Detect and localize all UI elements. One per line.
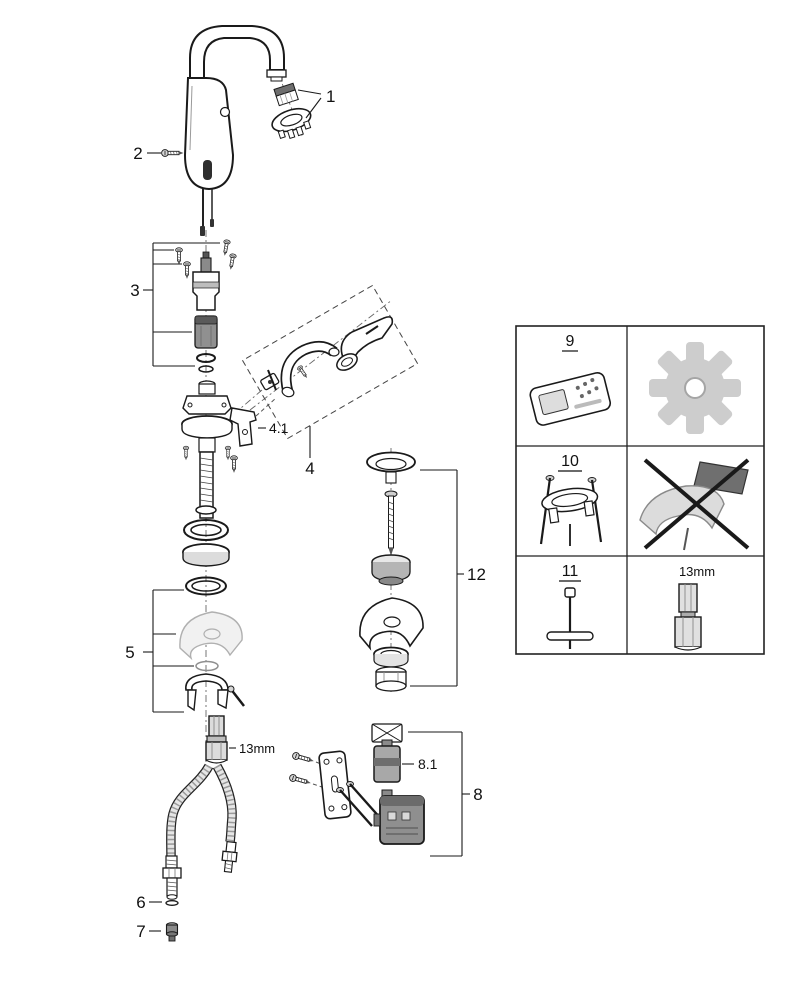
crossed-out-mounting-icon xyxy=(639,458,750,551)
callout-8-1: 8.1 xyxy=(402,756,438,772)
callout-4: 4 xyxy=(305,426,315,478)
part-1-aerator xyxy=(271,82,312,140)
callout-1: 1 xyxy=(297,87,335,119)
legend-11-label: 11 xyxy=(562,563,579,580)
socket-size-label: 13mm xyxy=(239,741,275,756)
faucet-body xyxy=(183,77,235,236)
control-box xyxy=(373,789,425,845)
legend-10-label: 10 xyxy=(561,453,579,470)
callout-5-bracket: 5 xyxy=(125,589,194,713)
part-2-screw xyxy=(161,149,184,157)
callout-5-label: 5 xyxy=(125,643,134,662)
callout-8-bracket: 8 xyxy=(408,731,483,857)
callout-4-1: 4.1 xyxy=(258,420,289,436)
gear-icon xyxy=(649,342,741,434)
sensor-window-icon xyxy=(219,106,231,118)
part-7-nut xyxy=(165,922,179,942)
part-4-1-bracket xyxy=(229,397,277,447)
callout-6: 6 xyxy=(136,893,162,912)
callout-13mm-main: 13mm xyxy=(229,741,275,756)
socket-13mm-main xyxy=(205,715,228,764)
legend-cell-crossed-out xyxy=(639,458,750,551)
legend-cell-gear xyxy=(649,342,741,434)
part-5-fastening-set xyxy=(179,611,245,712)
callout-1-label: 1 xyxy=(326,87,335,106)
callout-7-label: 7 xyxy=(136,922,145,941)
callout-3-bracket: 3 xyxy=(130,242,220,367)
callout-12-label: 12 xyxy=(467,565,486,584)
supply-hoses xyxy=(162,763,238,906)
callout-2-label: 2 xyxy=(133,144,142,163)
callout-4-label: 4 xyxy=(305,459,314,478)
callout-8-1-label: 8.1 xyxy=(418,756,438,772)
callout-4-1-label: 4.1 xyxy=(269,420,289,436)
legend-cell-13mm: 13mm xyxy=(674,564,715,651)
pin-wrench-icon xyxy=(546,587,594,649)
escutcheon-ghost xyxy=(179,611,243,661)
remote-control-icon xyxy=(529,372,612,426)
callout-7: 7 xyxy=(136,922,161,941)
hose-end-right xyxy=(221,840,238,873)
socket-13mm-icon xyxy=(674,583,702,651)
callout-2: 2 xyxy=(133,144,161,163)
part-8-electronics-kit xyxy=(288,723,425,845)
callout-6-label: 6 xyxy=(136,893,145,912)
part-12-drain-set xyxy=(359,451,424,692)
part-4-handle-kit xyxy=(241,284,419,440)
legend-9-label: 9 xyxy=(566,333,575,350)
mounting-tool-icon xyxy=(539,475,603,546)
callout-3-label: 3 xyxy=(130,281,139,300)
washers-and-o-rings xyxy=(182,505,230,596)
sensor-lens-icon xyxy=(203,160,212,180)
tools-legend: 9 xyxy=(515,325,765,655)
part-3-cartridge-assembly xyxy=(175,238,237,373)
part-8-1-battery xyxy=(373,739,401,783)
legend-cell-10: 10 xyxy=(539,453,603,546)
legend-cell-9: 9 xyxy=(529,333,612,426)
battery-clip xyxy=(371,723,403,743)
legend-13mm-label: 13mm xyxy=(679,564,715,579)
legend-cell-11: 11 xyxy=(546,563,594,649)
callout-12-bracket: 12 xyxy=(410,469,486,687)
mounting-base xyxy=(181,380,238,519)
hose-end-left xyxy=(162,855,182,906)
callout-8-label: 8 xyxy=(473,785,482,804)
